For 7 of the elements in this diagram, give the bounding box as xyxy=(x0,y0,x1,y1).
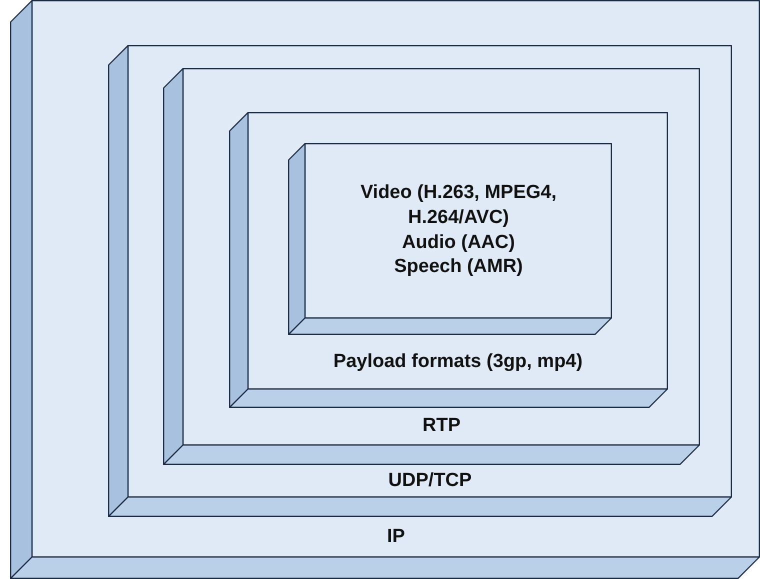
layer-label: Audio (AAC) xyxy=(402,230,515,254)
layer-label: Video (H.263, MPEG4, H.264/AVC) xyxy=(359,181,558,230)
layer-label: IP xyxy=(387,524,405,549)
layer-label: Payload formats (3gp, mp4) xyxy=(333,350,583,374)
layer-label: Speech (AMR) xyxy=(394,255,523,280)
layer-label: UDP/TCP xyxy=(388,468,472,493)
layer-label: RTP xyxy=(422,414,460,438)
